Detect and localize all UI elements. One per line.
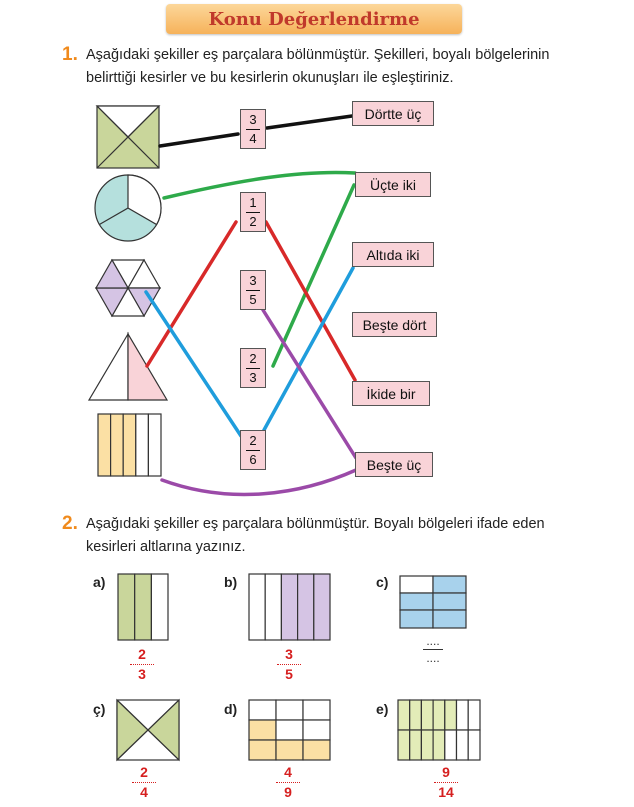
fraction-numerator: 3 xyxy=(249,273,257,288)
answer-a: 2 3 xyxy=(122,646,162,683)
fraction-denominator: 3 xyxy=(249,370,257,385)
question-2-line-2: kesirleri altlarına yazınız. xyxy=(86,539,246,555)
q1-shape-circle xyxy=(94,174,162,242)
fraction-denominator: 2 xyxy=(249,214,257,229)
line-3-5-to-beste-uc xyxy=(261,308,358,460)
fraction-box-2-6: 2 6 xyxy=(240,430,266,470)
q2-shape-e xyxy=(397,699,481,761)
fraction-numerator: 2 xyxy=(249,433,257,448)
line-hexagon-to-2-6 xyxy=(144,290,243,438)
q1-shape-square xyxy=(95,105,161,169)
question-1-number: 1. xyxy=(62,44,78,65)
fraction-box-3-4: 3 4 xyxy=(240,109,266,149)
q2-shape-c-cedilla xyxy=(116,698,180,762)
fraction-denominator: 6 xyxy=(249,452,257,467)
item-label-c: c) xyxy=(376,574,389,590)
blank-numerator: .... xyxy=(426,634,440,648)
fraction-numerator: 3 xyxy=(249,112,257,127)
answer-b: 3 5 xyxy=(269,646,309,683)
fraction-denominator: 4 xyxy=(249,131,257,146)
fraction-numerator: 2 xyxy=(249,351,257,366)
fraction-box-2-3: 2 3 xyxy=(240,348,266,388)
item-label-a: a) xyxy=(93,574,106,590)
answer-d: 4 9 xyxy=(268,764,308,801)
answer-numerator: 9 xyxy=(442,764,450,780)
question-1-line-1: Aşağıdaki şekiller eş parçalara bölünmüş… xyxy=(86,47,550,63)
q2-shape-a xyxy=(117,573,169,641)
fraction-box-1-2: 1 2 xyxy=(240,192,266,232)
answer-denominator: 14 xyxy=(438,784,454,800)
answer-numerator: 4 xyxy=(284,764,292,780)
q1-matching-lines xyxy=(144,114,358,497)
fraction-denominator: 5 xyxy=(249,292,257,307)
answer-numerator: 2 xyxy=(140,764,148,780)
answer-denominator: 3 xyxy=(138,666,146,682)
word-box-beste-uc: Beşte üç xyxy=(355,452,433,477)
line-circle-to-ucte-iki xyxy=(162,170,357,200)
answer-numerator: 3 xyxy=(285,646,293,662)
line-square-to-3-4 xyxy=(158,132,240,148)
question-2-text: Aşağıdaki şekiller eş parçalara bölünmüş… xyxy=(86,513,545,559)
answer-denominator: 4 xyxy=(140,784,148,800)
q2-shape-d xyxy=(248,699,331,761)
item-label-e: e) xyxy=(376,701,389,717)
q2-shape-b xyxy=(248,573,331,641)
line-rectangle-to-beste-uc xyxy=(160,468,358,497)
word-box-altida-iki: Altıda iki xyxy=(352,242,434,267)
answer-c-blank[interactable]: .... .... xyxy=(413,634,453,665)
answer-denominator: 5 xyxy=(285,666,293,682)
answer-e: 9 14 xyxy=(426,764,466,801)
answer-denominator: 9 xyxy=(284,784,292,800)
item-label-c-cedilla: ç) xyxy=(93,701,106,717)
question-1-text: Aşağıdaki şekiller eş parçalara bölünmüş… xyxy=(86,44,549,90)
answer-numerator: 2 xyxy=(138,646,146,662)
question-1-line-2: belirttiği kesirler ve bu kesirlerin oku… xyxy=(86,70,454,86)
word-box-dortte-uc: Dörtte üç xyxy=(352,101,434,126)
item-label-d: d) xyxy=(224,701,238,717)
line-3-4-to-dortte-uc xyxy=(265,114,354,130)
question-2-line-1: Aşağıdaki şekiller eş parçalara bölünmüş… xyxy=(86,516,545,532)
word-box-beste-dort: Beşte dört xyxy=(352,312,437,337)
word-box-ucte-iki: Üçte iki xyxy=(355,172,431,197)
item-label-b: b) xyxy=(224,574,238,590)
question-2-number: 2. xyxy=(62,513,78,534)
line-2-6-to-altida-iki xyxy=(262,266,355,432)
q1-shape-rectangle xyxy=(97,413,162,477)
answer-c-cedilla: 2 4 xyxy=(124,764,164,801)
line-triangle-to-1-2 xyxy=(145,220,238,368)
fraction-numerator: 1 xyxy=(249,195,257,210)
q1-shape-triangle xyxy=(87,331,169,401)
q1-shape-hexagon xyxy=(94,258,162,318)
line-2-3-to-ucte-iki xyxy=(271,183,356,368)
word-box-ikide-bir: İkide bir xyxy=(352,381,430,406)
page-title: Konu Değerlendirme xyxy=(166,4,462,34)
fraction-box-3-5: 3 5 xyxy=(240,270,266,310)
q2-shape-c xyxy=(399,575,467,629)
blank-denominator: .... xyxy=(426,651,440,665)
line-1-2-to-ikide-bir xyxy=(264,220,357,382)
